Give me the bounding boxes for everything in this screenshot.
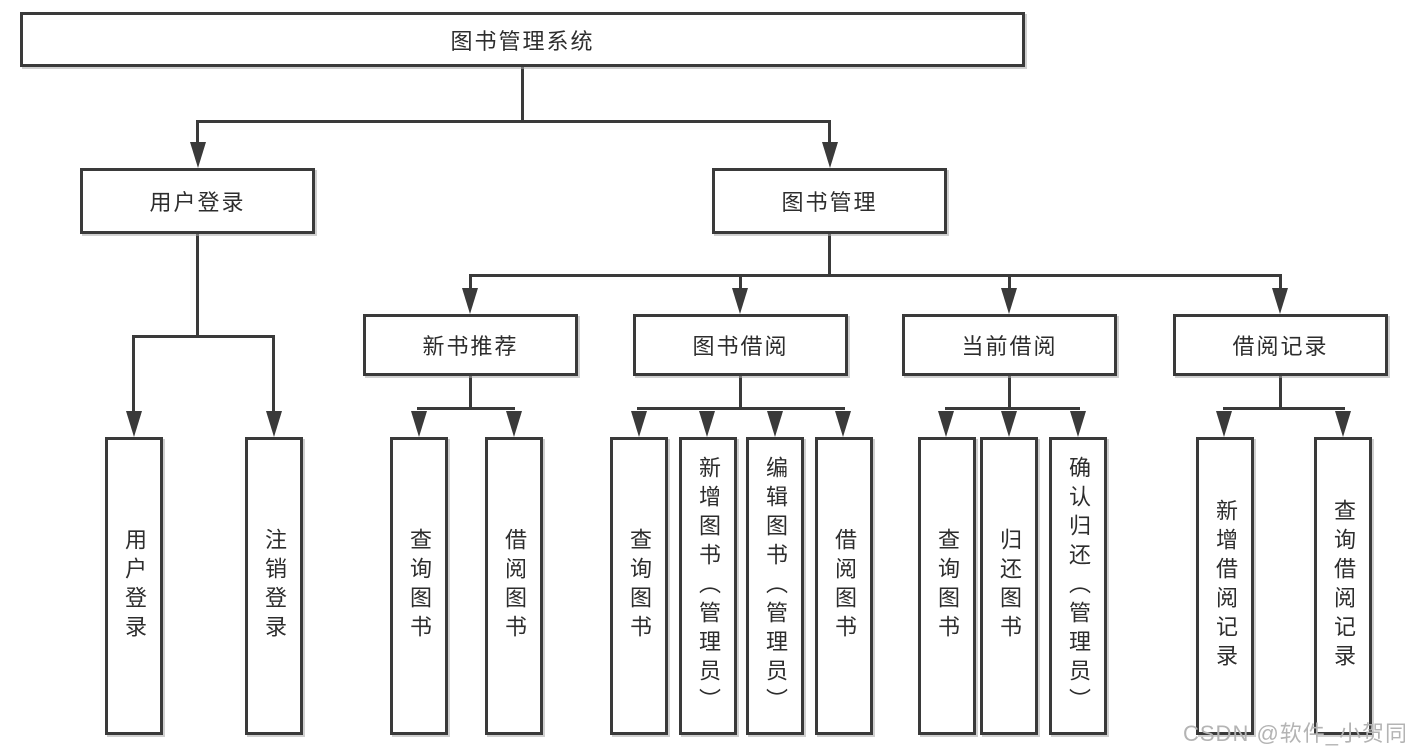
connector-book-management-stem — [828, 234, 831, 275]
leaf-borrow-books-recommend: 借阅图书 — [485, 437, 543, 735]
leaf-logout: 注销登录 — [245, 437, 303, 735]
node-borrow-records: 借阅记录 — [1173, 314, 1388, 376]
leaf-query-books-recommend: 查询图书 — [390, 437, 448, 735]
leaf-edit-book-admin: 编辑图书（管理员） — [746, 437, 804, 735]
connector-book-borrow-stem — [739, 376, 742, 408]
arrowhead-g3-borrow-books — [835, 411, 851, 437]
leaf-confirm-return-admin: 确认归还（管理员） — [1049, 437, 1107, 735]
arrowhead-leaf-user-login — [126, 411, 142, 437]
arrowhead-borrow-records — [1272, 288, 1288, 314]
node-book-borrow: 图书借阅 — [633, 314, 848, 376]
leaf-borrow-books-borrow: 借阅图书 — [815, 437, 873, 735]
node-book-management: 图书管理 — [712, 168, 947, 234]
connector-root-split — [196, 120, 831, 123]
leaf-add-book-admin: 新增图书（管理员） — [679, 437, 737, 735]
arrowhead-book-management — [822, 142, 838, 168]
node-user-login: 用户登录 — [80, 168, 315, 234]
connector-user-login-split — [132, 335, 274, 338]
leaf-query-books-current: 查询图书 — [918, 437, 976, 735]
connector-user-login-stem — [196, 234, 199, 336]
connector-current-borrow-stem — [1008, 376, 1011, 408]
connector-new-book-split — [417, 407, 515, 410]
node-library-management-system: 图书管理系统 — [20, 12, 1025, 67]
node-current-borrow: 当前借阅 — [902, 314, 1117, 376]
connector-to-book-borrow — [739, 274, 742, 291]
arrowhead-g5-query-record — [1335, 411, 1351, 437]
arrowhead-g4-confirm-return — [1070, 411, 1086, 437]
connector-new-book-stem — [469, 376, 472, 408]
arrowhead-new-book — [462, 288, 478, 314]
node-new-book-recommend: 新书推荐 — [363, 314, 578, 376]
leaf-query-borrow-record: 查询借阅记录 — [1314, 437, 1372, 735]
connector-to-new-book — [469, 274, 472, 291]
csdn-watermark: CSDN @软件_小贺同学 — [1183, 721, 1405, 746]
connector-to-book-management — [828, 120, 831, 146]
leaf-user-login: 用户登录 — [105, 437, 163, 735]
arrowhead-user-login — [190, 142, 206, 168]
connector-to-leaf-logout — [272, 335, 275, 415]
connector-to-leaf-user-login — [132, 335, 135, 415]
connector-borrow-records-stem — [1279, 376, 1282, 408]
arrowhead-current-borrow — [1001, 288, 1017, 314]
arrowhead-g2-borrow-books — [506, 411, 522, 437]
arrowhead-g4-query-books — [938, 411, 954, 437]
leaf-add-borrow-record: 新增借阅记录 — [1196, 437, 1254, 735]
connector-to-current-borrow — [1008, 274, 1011, 291]
leaf-query-books-borrow: 查询图书 — [610, 437, 668, 735]
connector-root-stem — [521, 67, 524, 121]
leaf-return-book: 归还图书 — [980, 437, 1038, 735]
connector-book-management-split — [469, 274, 1282, 277]
arrowhead-g2-query-books — [411, 411, 427, 437]
connector-to-user-login — [196, 120, 199, 146]
arrowhead-g3-add-book — [699, 411, 715, 437]
connector-borrow-records-split — [1223, 407, 1345, 410]
arrowhead-g3-query-books — [631, 411, 647, 437]
arrowhead-g4-return-book — [1001, 411, 1017, 437]
connector-to-borrow-records — [1279, 274, 1282, 291]
arrowhead-g3-edit-book — [767, 411, 783, 437]
connector-current-borrow-split — [945, 407, 1080, 410]
arrowhead-book-borrow — [732, 288, 748, 314]
connector-book-borrow-split — [637, 407, 845, 410]
arrowhead-leaf-logout — [266, 411, 282, 437]
arrowhead-g5-add-record — [1216, 411, 1232, 437]
